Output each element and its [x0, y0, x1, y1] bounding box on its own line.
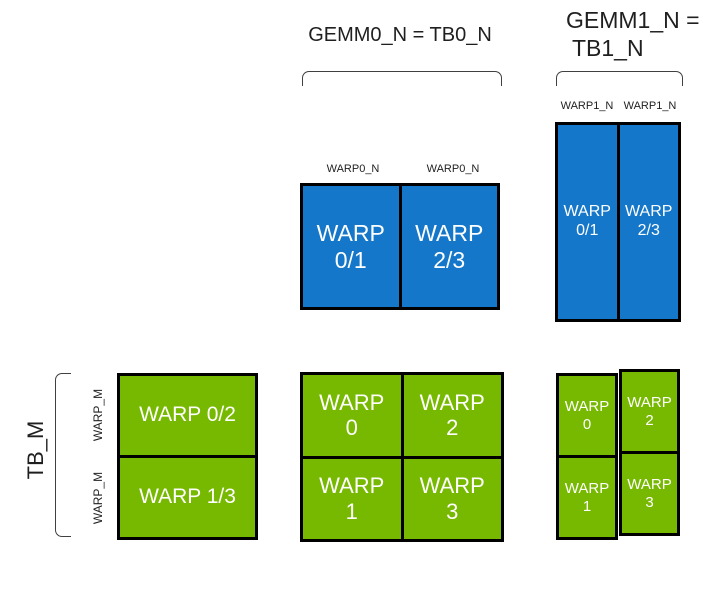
- gemm0-grid-cell-1: WARP 1: [303, 458, 401, 539]
- gemm0-warp-block: WARP 0/1 WARP 2/3: [300, 183, 500, 310]
- warp-cell-text: WARP: [415, 219, 484, 246]
- gemm1-heading-line2: TB1_N: [572, 35, 644, 61]
- warp-cell-text: WARP: [627, 393, 672, 411]
- tb-m-warp-block: WARP 0/2 WARP 1/3: [117, 373, 258, 540]
- warp-m-label-bottom: WARP_M: [91, 471, 105, 525]
- warp-cell-text: 2/3: [433, 246, 466, 273]
- warp-cell-text: 0/1: [334, 246, 367, 273]
- gemm1-n-bracket: [556, 71, 683, 86]
- warp-m-label-top: WARP_M: [91, 388, 105, 442]
- warp1-n-label-left: WARP1_N: [560, 100, 614, 112]
- warp-cell-text: 3: [645, 493, 654, 511]
- gemm1-warp-block: WARP 0/1 WARP 2/3: [555, 122, 681, 322]
- gemm1-grid-cell-1: WARP 1: [559, 458, 615, 537]
- warp-cell-text: WARP: [625, 203, 673, 221]
- warp-cell-text: WARP: [564, 397, 610, 415]
- gemm0-warp-cell-01: WARP 0/1: [303, 186, 399, 307]
- warp-cell-text: 0: [582, 415, 592, 433]
- gemm1-warp-cell-01: WARP 0/1: [558, 125, 617, 319]
- gemm1-warp-cell-23: WARP 2/3: [619, 125, 678, 319]
- gemm0-warp-cell-23: WARP 2/3: [401, 186, 497, 307]
- warp-cell-text: 3: [446, 498, 459, 524]
- gemm0-heading: GEMM0_N = TB0_N: [308, 24, 492, 46]
- gemm1-grid-cell-3: WARP 3: [622, 454, 677, 533]
- gemm0-grid-cell-0: WARP 0: [303, 375, 401, 456]
- tb-m-bracket: [55, 373, 71, 537]
- warp0-n-label-left: WARP0_N: [326, 163, 380, 175]
- warp-cell-text: WARP: [319, 389, 385, 415]
- warp-cell-text: WARP 1/3: [139, 485, 236, 509]
- warp-cell-text: WARP: [627, 475, 672, 493]
- gemm1-heading: GEMM1_N = TB1_N: [566, 6, 716, 62]
- warp-cell-text: 0: [345, 415, 358, 441]
- gemm1-grid-cell-2: WARP 2: [622, 372, 677, 451]
- gemm0-grid-cell-3: WARP 3: [403, 458, 501, 539]
- warp-cell-text: WARP: [419, 389, 485, 415]
- gemm1-grid-cell-0: WARP 0: [559, 376, 615, 455]
- warp-cell-text: WARP: [563, 203, 611, 221]
- warp-cell-text: 2: [645, 411, 654, 429]
- warp-cell-text: 1: [582, 497, 592, 515]
- gemm0-n-bracket: [302, 71, 502, 86]
- warp-cell-text: WARP 0/2: [139, 403, 236, 427]
- warp0-n-label-right: WARP0_N: [426, 163, 480, 175]
- tb-m-warp-cell-13: WARP 1/3: [120, 458, 255, 537]
- gemm1-warp-grid-col-right: WARP 2 WARP 3: [619, 369, 680, 536]
- warp-cell-text: WARP: [419, 473, 485, 499]
- warp-cell-text: 2/3: [637, 222, 660, 239]
- warp-cell-text: 0/1: [576, 222, 599, 239]
- warp-cell-text: WARP: [316, 219, 385, 246]
- warp-cell-text: WARP: [564, 479, 610, 497]
- warp1-n-label-right: WARP1_N: [623, 100, 677, 112]
- tb-m-label: TB_M: [23, 420, 48, 480]
- gemm1-warp-grid-col-left: WARP 0 WARP 1: [556, 373, 618, 540]
- warp-cell-text: 2: [446, 415, 459, 441]
- gemm1-heading-line1: GEMM1_N =: [566, 7, 700, 33]
- gemm0-grid-cell-2: WARP 2: [403, 375, 501, 456]
- tb-m-warp-cell-02: WARP 0/2: [120, 376, 255, 455]
- gemm0-warp-grid: WARP 0 WARP 2 WARP 1 WARP 3: [300, 372, 504, 542]
- warp-cell-text: WARP: [319, 473, 385, 499]
- warp-cell-text: 1: [345, 498, 358, 524]
